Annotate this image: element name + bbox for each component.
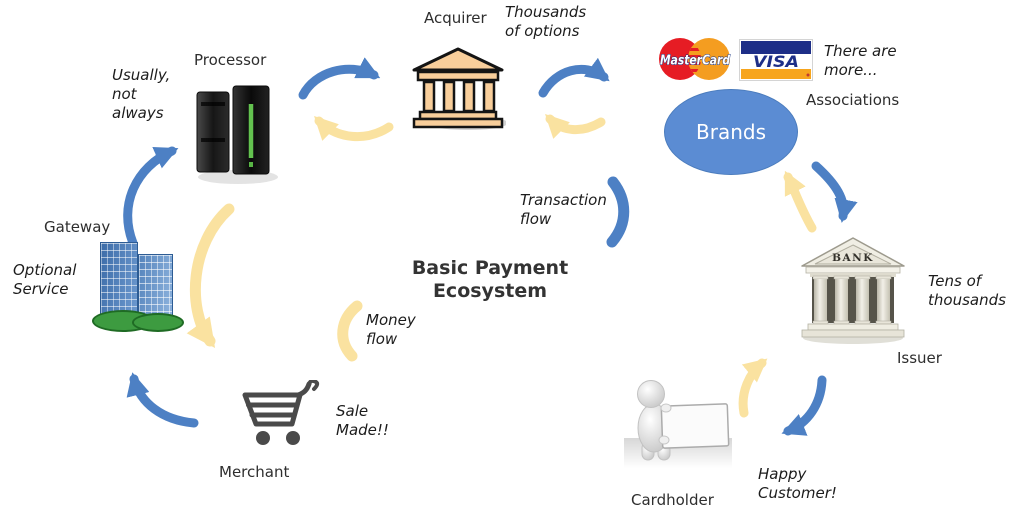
arrow-cardholder-to-issuer (738, 358, 768, 418)
visa-logo-text: VISA (753, 52, 799, 71)
legend-money-arc (337, 300, 363, 362)
arrow-issuer-to-brands (783, 170, 817, 233)
legend-money-label: Money flow (366, 311, 416, 348)
arrow-acquirer-to-processor (314, 116, 394, 142)
arrow-brands-to-acquirer (545, 114, 606, 139)
server-icon (196, 85, 278, 184)
gateway-note: Optional Service (13, 261, 77, 298)
processor-note: Usually, not always (112, 66, 171, 122)
merchant-label: Merchant (219, 463, 290, 481)
gateway-tower-right (138, 254, 173, 322)
mastercard-logo-text: MasterCard (660, 53, 730, 69)
arrow-gateway-to-processor (123, 146, 179, 248)
acquirer-bank-icon (412, 47, 506, 130)
brands-node: Brands (664, 89, 798, 175)
gateway-label: Gateway (44, 218, 111, 236)
processor-label: Processor (194, 51, 267, 69)
issuer-bank-icon: BANK (801, 237, 905, 344)
brands-note: There are more... (824, 42, 897, 79)
arrow-merchant-to-gateway (126, 372, 199, 428)
issuer-label: Issuer (897, 349, 942, 367)
acquirer-label: Acquirer (424, 9, 487, 27)
issuer-note: Tens of thousands (928, 272, 1006, 309)
gateway-buildings-icon (92, 236, 184, 334)
visa-logo-icon: VISA (739, 39, 813, 81)
gateway-tower-left (100, 242, 138, 322)
bank-sign-text: BANK (832, 252, 874, 264)
legend-transaction-label: Transaction flow (520, 191, 607, 228)
arrow-issuer-to-cardholder (781, 375, 827, 436)
mastercard-logo-icon: MasterCard (659, 38, 731, 80)
cardholder-figure-icon (624, 380, 732, 468)
legend-transaction-arc (606, 176, 630, 248)
brands-node-label: Brands (696, 120, 766, 144)
merchant-note: Sale Made!! (336, 402, 389, 439)
arrow-brands-to-issuer (811, 161, 858, 223)
arrow-processor-to-acquirer (298, 57, 381, 100)
associations-label: Associations (806, 91, 900, 109)
acquirer-note: Thousands of options (505, 3, 587, 40)
diagram-title: Basic Payment Ecosystem (411, 257, 569, 302)
cardholder-note: Happy Customer! (758, 465, 837, 502)
cardholder-label: Cardholder (631, 491, 714, 509)
shopping-cart-icon (242, 380, 320, 445)
arrow-acquirer-to-brands (538, 57, 610, 98)
gateway-bush (132, 313, 184, 332)
arrow-processor-to-merchant (186, 203, 235, 348)
